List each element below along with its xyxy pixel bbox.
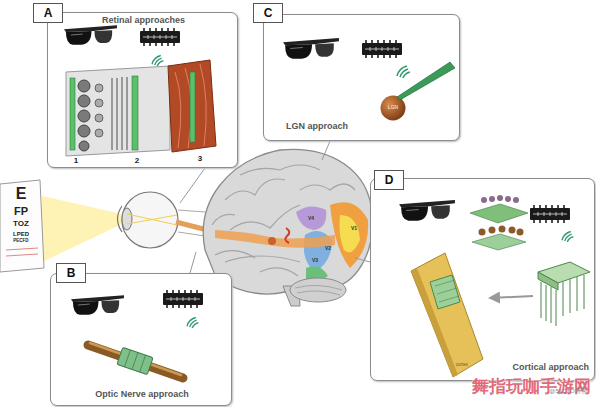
visual-area xyxy=(330,202,368,268)
cortex-slab-shape xyxy=(409,251,484,378)
light-beam xyxy=(42,196,122,262)
lgn-dot xyxy=(268,237,276,245)
cornea xyxy=(118,206,123,232)
lgn-ball: LGN xyxy=(380,95,406,121)
area-label: V2 xyxy=(322,246,334,252)
eye-lens xyxy=(122,208,132,230)
panel-box: Optic Nerve approachB xyxy=(50,273,232,406)
area-label: V4 xyxy=(305,216,317,222)
panel-box: Retinal approachesA xyxy=(47,12,238,168)
chart-letters: LPED xyxy=(0,231,42,238)
panel-letter: D xyxy=(374,170,404,190)
light-rays xyxy=(127,214,177,225)
node-label: LGN xyxy=(380,105,406,111)
panel-letter-text: C xyxy=(254,7,282,20)
chart-letters: FP xyxy=(0,205,42,217)
panel-letter: C xyxy=(253,3,283,23)
callout-number: 1 xyxy=(70,157,82,166)
watermark: @51CTO博客 xyxy=(540,388,596,395)
visual-area xyxy=(296,206,326,230)
panel-letter: B xyxy=(56,263,86,283)
chart-letters: E xyxy=(0,185,42,203)
panel-title: Cortical approach xyxy=(489,363,589,373)
panel-title: LGN approach xyxy=(286,122,396,132)
eyeball xyxy=(122,192,178,248)
area-label: V3 xyxy=(309,258,321,264)
callout-number: 3 xyxy=(194,155,206,164)
cerebellum-folds xyxy=(295,285,342,295)
cerebellum xyxy=(290,278,346,302)
callout-number: 2 xyxy=(131,157,143,166)
guide-lines xyxy=(178,210,205,236)
panel-letter-text: D xyxy=(375,174,403,187)
panel-letter: A xyxy=(33,3,63,23)
optic-radiation xyxy=(215,230,335,248)
panel-title: Optic Nerve approach xyxy=(51,390,233,400)
cortex-slab: cortex xyxy=(409,251,484,378)
eye-chart: E FP TOZ LPEDPECFD xyxy=(0,180,44,272)
panel-letter-text: B xyxy=(57,267,85,280)
visual-area xyxy=(340,215,361,252)
chart-letters: PECFD xyxy=(0,239,42,244)
panel-title: Retinal approaches xyxy=(48,16,239,26)
panel-box: Cortical approachDcortex xyxy=(370,178,595,381)
chart-letters: TOZ xyxy=(0,220,42,229)
colliculus-mark xyxy=(285,228,289,243)
node-label: cortex xyxy=(449,363,475,368)
panel-box: LGN approachCLGN xyxy=(263,14,460,141)
area-label: V1 xyxy=(348,226,360,232)
panel-letter-text: A xyxy=(34,7,62,20)
